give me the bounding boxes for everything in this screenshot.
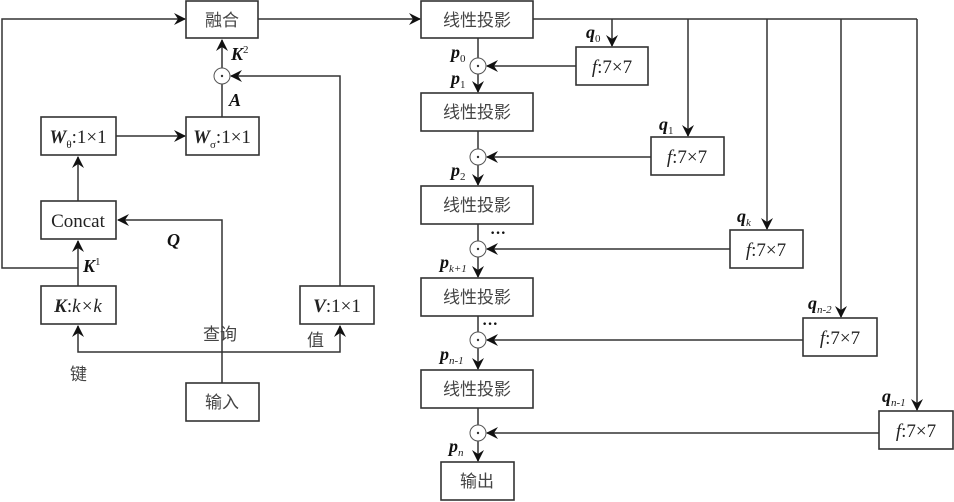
conv-f-box: f:7×7 [575, 46, 649, 86]
input-label: 输入 [205, 393, 239, 413]
left-connections [1, 13, 421, 383]
conv-f-box: f:7×7 [802, 317, 878, 357]
projection-label: 线性投影 [443, 103, 511, 123]
q-index-label: qn-2 [808, 293, 832, 316]
v-to-odot-line [230, 70, 341, 286]
value-label: 值 [307, 331, 324, 351]
projection-label: 线性投影 [443, 288, 511, 308]
value-box: V:1×1 [299, 285, 375, 325]
q-index-label: q0 [586, 22, 601, 45]
w-theta-box: Wθ:1×1 [40, 116, 117, 156]
linear-projection-box: 线性投影 [420, 185, 534, 225]
conv-f-label: f:7×7 [592, 57, 632, 78]
linear-projection-box: 线性投影 [420, 277, 534, 317]
q-index-label: qk [737, 206, 752, 229]
right-connections [472, 18, 923, 462]
key-label: 键 [70, 365, 87, 385]
projection-label: 线性投影 [443, 11, 511, 31]
key-box: K:k×k [40, 285, 117, 325]
p-label: pn-1 [438, 344, 464, 367]
conv-f-label: f:7×7 [896, 421, 936, 442]
p-label: p2 [449, 160, 466, 183]
ellipsis-label: ··· [490, 225, 506, 242]
conv-f-label: f:7×7 [667, 147, 707, 168]
conv-f-box: f:7×7 [878, 410, 954, 450]
projection-label: 线性投影 [443, 196, 511, 216]
q-label: Q [167, 230, 180, 250]
p-label: pn [447, 436, 464, 459]
output-label: 输出 [460, 472, 494, 492]
p-label: p0 [449, 42, 466, 65]
concat-box: Concat [40, 200, 117, 240]
linear-projection-box: 线性投影 [420, 0, 534, 39]
projection-label: 线性投影 [443, 380, 511, 400]
k1-to-fusion-line [1, 13, 186, 269]
fusion-box: 融合 [185, 0, 259, 39]
w-sigma-box: Wσ:1×1 [185, 116, 260, 156]
ellipsis-label: ··· [482, 316, 498, 333]
k2-label: K2 [230, 44, 249, 64]
conv-f-box: f:7×7 [650, 136, 725, 176]
concat-label: Concat [51, 211, 106, 232]
linear-projection-box: 线性投影 [420, 369, 534, 409]
bus-to-value-line [222, 325, 346, 353]
elementwise-product-icon [469, 148, 487, 166]
w-theta-label: Wθ:1×1 [49, 127, 106, 151]
q-index-label: q1 [659, 114, 674, 137]
input-to-concat-line [117, 214, 223, 383]
bus-to-key-line [72, 325, 222, 353]
fusion-label: 融合 [205, 11, 239, 31]
input-box: 输入 [185, 382, 260, 422]
elementwise-product-icon [469, 331, 487, 349]
conv-f-box: f:7×7 [729, 229, 804, 269]
conv-f-label: f:7×7 [746, 240, 786, 261]
key-box-label: K:k×k [53, 296, 102, 317]
output-box: 输出 [440, 461, 515, 501]
elementwise-product-icon [469, 240, 487, 258]
value-box-label: V:1×1 [313, 296, 361, 317]
elementwise-product-icon [469, 57, 487, 75]
a-label: A [228, 90, 241, 110]
query-label: 查询 [203, 325, 237, 345]
elementwise-product-icon [213, 67, 231, 85]
p-label: pk+1 [438, 252, 467, 275]
p-label: p1 [449, 68, 466, 91]
w-sigma-label: Wσ:1×1 [193, 127, 251, 151]
elementwise-product-icon [469, 424, 487, 442]
q-index-label: qn-1 [882, 386, 906, 409]
linear-projection-box: 线性投影 [420, 92, 534, 132]
conv-f-label: f:7×7 [820, 328, 860, 349]
k1-label: K1 [82, 256, 101, 276]
